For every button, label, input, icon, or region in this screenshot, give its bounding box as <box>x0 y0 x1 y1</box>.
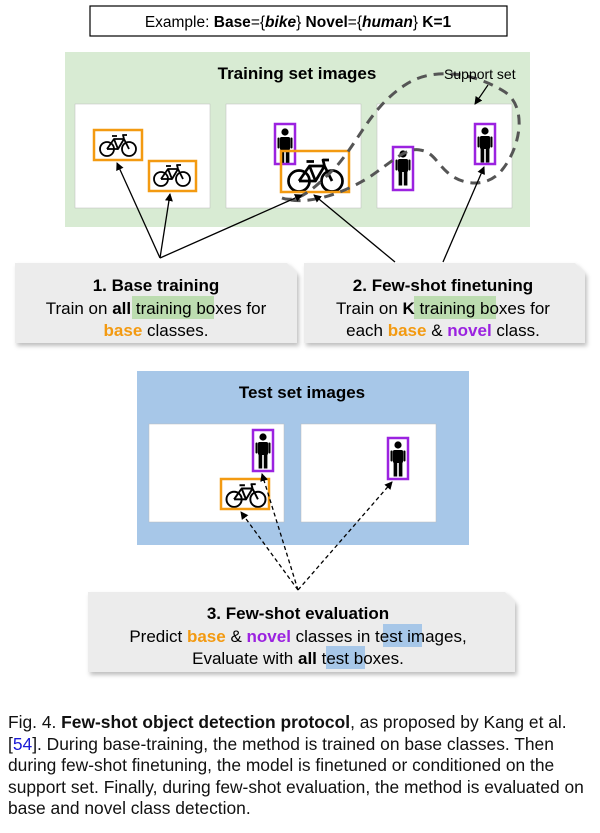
evaluation-callout <box>88 592 515 672</box>
person-box-predicted <box>386 436 410 481</box>
bike-box-support <box>279 149 351 194</box>
figure-caption: Fig. 4. Few-shot object detection protoc… <box>8 712 594 820</box>
finetuning-line2: each base & novel class. <box>346 321 540 340</box>
example-header: Example: Base={bike} Novel={human} K=1 <box>89 5 508 37</box>
support-set-label: Support set <box>444 66 516 82</box>
evaluation-line1: Predict base & novel classes in test ima… <box>129 627 466 646</box>
evaluation-line2: Evaluate with all test boxes. <box>192 649 404 668</box>
base-training-arrows <box>116 162 303 259</box>
caption-text-1: , as proposed by Kang et al. [ <box>8 712 567 754</box>
bike-box-base <box>92 128 144 162</box>
person-box-support <box>473 122 497 166</box>
finetuning-arrows <box>313 166 485 263</box>
person-box-novel <box>391 145 415 192</box>
caption-fig-label: Fig. 4. <box>8 712 62 732</box>
support-set-outline <box>281 72 521 203</box>
example-label: Example: <box>145 14 210 31</box>
test-highlight <box>326 646 365 669</box>
base-training-line1: Train on all training boxes for <box>46 299 267 318</box>
bike-box-predicted <box>219 477 271 511</box>
example-base-key: Base <box>214 14 251 31</box>
caption-title: Few-shot object detection protocol <box>61 712 351 732</box>
example-novel-value: human <box>362 14 413 31</box>
person-box-novel <box>273 122 297 166</box>
example-novel-key: Novel <box>306 14 348 31</box>
test-image-2 <box>300 423 437 523</box>
training-highlight <box>414 296 496 319</box>
test-set-title: Test set images <box>239 383 365 402</box>
test-set-panel: Test set images <box>137 371 469 545</box>
base-training-title: 1. Base training <box>93 276 220 295</box>
base-training-line2: base classes. <box>104 321 209 340</box>
training-image-3 <box>376 103 513 209</box>
support-set-arrow <box>474 84 489 105</box>
training-highlight <box>132 296 214 319</box>
caption-text-2: ]. During base-training, the method is t… <box>8 733 584 819</box>
finetuning-line1: Train on K training boxes for <box>336 299 550 318</box>
evaluation-arrows <box>240 473 393 591</box>
person-box-predicted <box>251 428 275 473</box>
example-base-value: bike <box>265 14 296 31</box>
finetuning-title: 2. Few-shot finetuning <box>353 276 533 295</box>
caption-reference-link[interactable]: 54 <box>12 733 33 754</box>
test-highlight <box>383 624 422 647</box>
svg-text:Example: Base={bike}: Example: Base={bike} Novel={human} K=1 <box>145 14 452 31</box>
bike-box-base <box>147 159 198 193</box>
training-set-title: Training set images <box>218 64 377 83</box>
evaluation-title: 3. Few-shot evaluation <box>207 604 389 623</box>
example-k: K=1 <box>422 14 451 31</box>
